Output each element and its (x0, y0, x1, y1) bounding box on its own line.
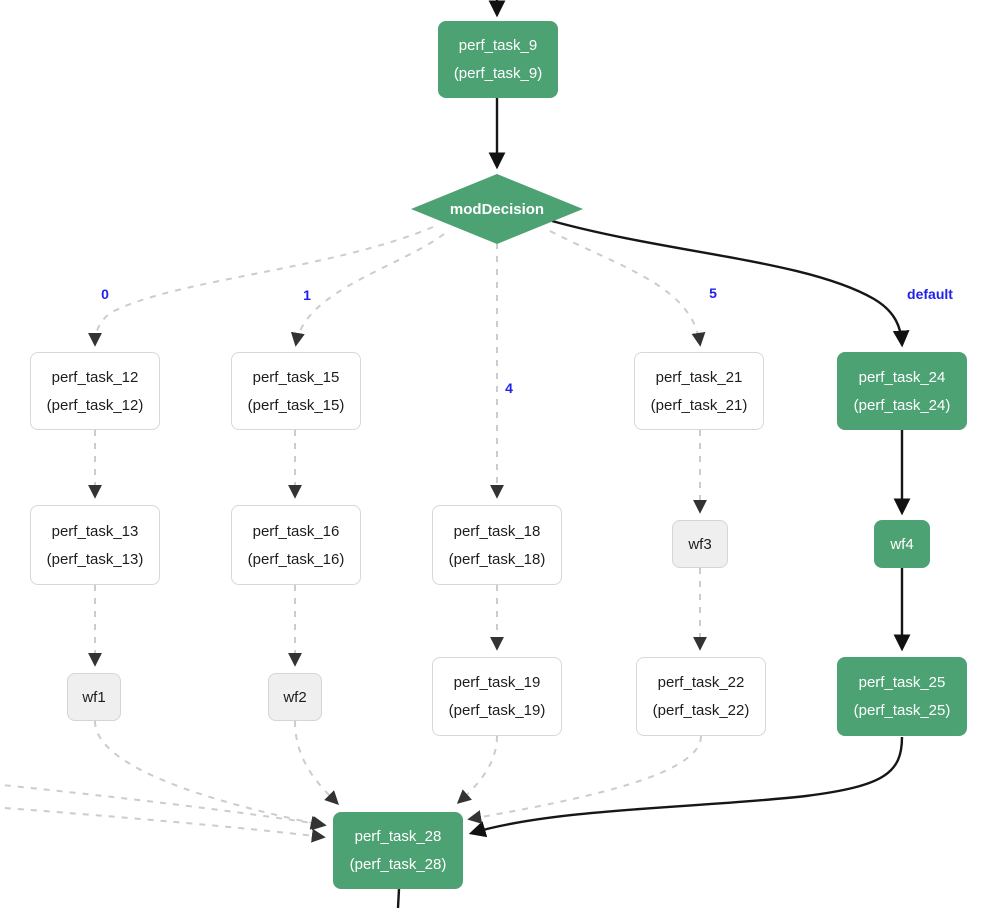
edge-offscreen-left-2-to-perf_task_28 (0, 806, 326, 843)
edge-wf2-to-perf_task_28 (294, 720, 339, 805)
node-label: perf_task_28 (354, 828, 442, 845)
node-label: modDecision (449, 200, 545, 218)
branch-label-4: 4 (505, 380, 513, 396)
node-perf_task_12[interactable]: perf_task_12 (perf_task_12) (30, 352, 160, 430)
node-sublabel: (perf_task_19) (448, 702, 546, 719)
edge-perf_task_28-to-offscreen-bottom (396, 888, 401, 908)
node-perf_task_13[interactable]: perf_task_13 (perf_task_13) (30, 505, 160, 585)
node-label: perf_task_21 (655, 368, 743, 386)
node-label: perf_task_16 (252, 522, 340, 540)
node-perf_task_25[interactable]: perf_task_25 (perf_task_25) (837, 657, 967, 736)
node-label: perf_task_24 (858, 368, 946, 386)
node-sublabel: (perf_task_15) (247, 396, 345, 414)
node-wf2[interactable]: wf2 (268, 673, 322, 721)
node-sublabel: (perf_task_22) (652, 702, 750, 719)
node-wf1[interactable]: wf1 (67, 673, 121, 721)
edge-perf_task_19-to-perf_task_28 (456, 735, 498, 804)
node-perf_task_21[interactable]: perf_task_21 (perf_task_21) (634, 352, 764, 430)
node-sublabel: (perf_task_25) (853, 702, 951, 719)
branch-label-0: 0 (101, 286, 109, 302)
node-perf_task_18[interactable]: perf_task_18 (perf_task_18) (432, 505, 562, 585)
edge-modDecision-to-perf_task_12 (88, 226, 434, 347)
edge-modDecision-to-perf_task_15 (290, 233, 445, 347)
node-perf_task_28[interactable]: perf_task_28 (perf_task_28) (333, 812, 463, 889)
edge-modDecision-to-perf_task_21 (549, 230, 706, 347)
node-label: perf_task_25 (858, 674, 946, 691)
edge-perf_task_25-to-perf_task_28 (468, 736, 904, 838)
branch-label-5: 5 (709, 285, 717, 301)
node-label: perf_task_18 (453, 522, 541, 540)
node-label: wf1 (82, 688, 106, 706)
node-sublabel: (perf_task_12) (46, 396, 144, 414)
node-wf4[interactable]: wf4 (874, 520, 930, 568)
edge-offscreen-left-1-to-perf_task_28 (0, 783, 327, 831)
node-sublabel: (perf_task_18) (448, 550, 546, 568)
node-wf3[interactable]: wf3 (672, 520, 728, 568)
node-perf_task_24[interactable]: perf_task_24 (perf_task_24) (837, 352, 967, 430)
edge-wf1-to-perf_task_28 (94, 720, 325, 830)
node-label: perf_task_9 (458, 37, 538, 54)
node-label: wf4 (890, 535, 914, 553)
node-label: perf_task_22 (657, 674, 745, 691)
node-sublabel: (perf_task_21) (650, 396, 748, 414)
node-perf_task_9[interactable]: perf_task_9 (perf_task_9) (438, 21, 558, 98)
edge-modDecision-to-perf_task_24 (551, 219, 910, 348)
node-label: wf3 (688, 535, 712, 553)
node-perf_task_16[interactable]: perf_task_16 (perf_task_16) (231, 505, 361, 585)
node-sublabel: (perf_task_16) (247, 550, 345, 568)
node-perf_task_19[interactable]: perf_task_19 (perf_task_19) (432, 657, 562, 736)
node-sublabel: (perf_task_13) (46, 550, 144, 568)
node-label: perf_task_15 (252, 368, 340, 386)
node-sublabel: (perf_task_24) (853, 396, 951, 414)
node-perf_task_15[interactable]: perf_task_15 (perf_task_15) (231, 352, 361, 430)
node-sublabel: (perf_task_28) (349, 856, 447, 873)
node-label: wf2 (283, 688, 307, 706)
node-perf_task_22[interactable]: perf_task_22 (perf_task_22) (636, 657, 766, 736)
edge-perf_task_22-to-perf_task_28 (467, 735, 702, 824)
branch-label-default: default (907, 286, 953, 302)
node-label: perf_task_19 (453, 674, 541, 691)
node-label: perf_task_12 (51, 368, 139, 386)
branch-label-1: 1 (303, 287, 311, 303)
node-sublabel: (perf_task_9) (453, 65, 543, 82)
node-label: perf_task_13 (51, 522, 139, 540)
